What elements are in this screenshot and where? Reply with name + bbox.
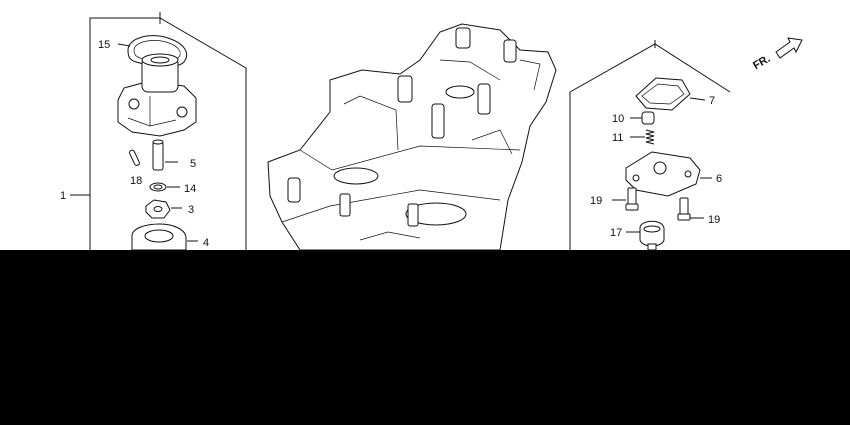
cover-part-6 <box>625 151 712 197</box>
inner-rotor-part-3 <box>145 199 182 219</box>
spring-part-11 <box>630 129 655 145</box>
orientation-label: FR. <box>751 53 772 72</box>
callout-5: 5 <box>190 158 196 170</box>
occluded-region <box>0 250 850 425</box>
right-assembly-bracket <box>569 40 731 250</box>
cover-gasket-part-7 <box>635 77 706 111</box>
callout-14: 14 <box>184 183 196 195</box>
pump-housing <box>117 53 197 137</box>
ring-part-14 <box>149 182 180 192</box>
clip-part-17 <box>626 220 665 250</box>
bolt-part-19-left <box>612 187 639 211</box>
callout-7: 7 <box>709 95 715 107</box>
callout-6: 6 <box>716 173 722 185</box>
bolt-part-19-right <box>677 197 704 221</box>
callout-19-right: 19 <box>708 214 720 226</box>
callout-11: 11 <box>612 132 623 144</box>
exploded-parts-diagram: FR. 15 1 18 5 14 3 4 7 10 11 6 19 19 17 <box>60 12 803 250</box>
callout-1: 1 <box>60 190 66 202</box>
pin-part-18 <box>128 149 140 166</box>
callout-18: 18 <box>130 175 142 187</box>
callout-4: 4 <box>203 237 209 249</box>
callout-15: 15 <box>98 39 110 51</box>
shaft-part-5 <box>152 139 178 171</box>
outer-rotor-part-4 <box>131 223 198 250</box>
callout-10: 10 <box>612 113 624 125</box>
plug-part-10 <box>630 111 655 125</box>
callout-3: 3 <box>188 204 194 216</box>
callout-19-left: 19 <box>590 195 602 207</box>
callout-17: 17 <box>610 227 622 239</box>
left-assembly-bracket <box>70 12 247 250</box>
cylinder-block <box>267 23 557 250</box>
gasket-part-15 <box>117 35 188 68</box>
front-direction-arrow: FR. <box>751 37 803 72</box>
callout-labels: 15 1 18 5 14 3 4 7 10 11 6 19 19 17 <box>60 39 722 249</box>
